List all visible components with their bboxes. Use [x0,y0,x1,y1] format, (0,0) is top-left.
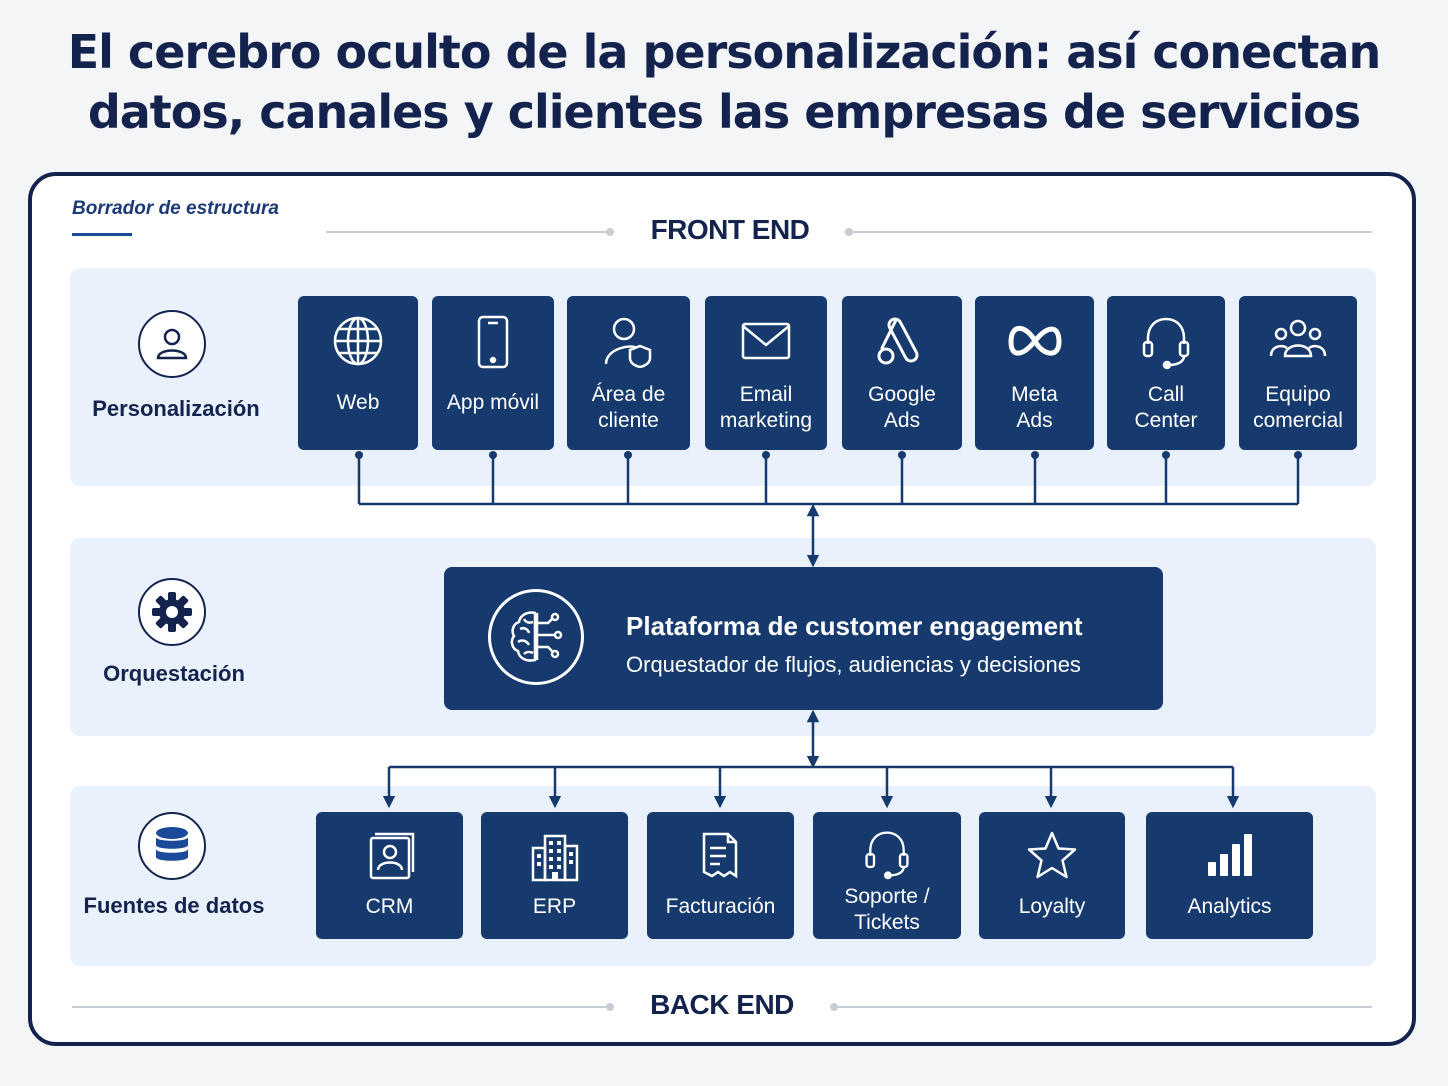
source-tile-crm[interactable]: CRM [316,812,463,939]
database-icon [138,812,206,880]
channel-tile-app-movil[interactable]: App móvil [432,296,554,450]
source-tile-loyalty[interactable]: Loyalty [979,812,1125,939]
meta-icon [975,318,1094,364]
back-end-dot-left [606,1003,614,1011]
back-end-rule-left [72,1006,608,1008]
contact-card-icon [316,832,463,882]
envelope-icon [705,318,827,364]
channel-tile-equipo-comercial[interactable]: Equipo comercial [1239,296,1357,450]
channel-tile-call-center[interactable]: Call Center [1107,296,1225,450]
platform-subtitle: Orquestador de flujos, audiencias y deci… [626,652,1081,677]
building-icon [481,832,628,882]
layer-label-fuentes: Fuentes de datos [83,893,265,918]
source-label: Soporte / Tickets [844,885,930,934]
draft-underline [72,233,132,236]
channel-label: Google Ads [868,383,936,432]
back-end-label: BACK END [650,989,794,1020]
front-end-dot-right [845,228,853,236]
source-label: ERP [532,895,577,918]
front-end-rule-left [326,231,610,233]
channel-label: Meta Ads [1011,383,1058,432]
source-tile-erp[interactable]: ERP [481,812,628,939]
user-shield-icon [567,314,690,368]
star-icon [979,830,1125,882]
platform-title: Plataforma de customer engagement [626,611,1083,641]
channel-label: Equipo comercial [1253,383,1343,432]
channel-label: Email marketing [719,383,813,432]
invoice-icon [647,830,794,884]
layer-label-orquestacion: Orquestación [103,661,245,686]
back-end-dot-right [830,1003,838,1011]
title-line-1: El cerebro oculto de la personalización:… [67,25,1382,79]
page-title: El cerebro oculto de la personalización:… [0,22,1448,142]
channel-tile-google-ads[interactable]: Google Ads [842,296,962,450]
channel-tile-email-marketing[interactable]: Email marketing [705,296,827,450]
gear-icon [138,578,206,646]
channel-label: Área de cliente [591,383,666,432]
brain-circuit-icon [488,589,584,685]
back-end-rule-right [836,1006,1372,1008]
source-label: Analytics [1187,895,1272,918]
source-tile-facturacion[interactable]: Facturación [647,812,794,939]
channel-label: Call Center [1134,383,1198,432]
smartphone-icon [432,314,554,370]
channel-tile-meta-ads[interactable]: Meta Ads [975,296,1094,450]
channel-label: App móvil [446,391,540,414]
headset-icon [813,828,961,880]
front-end-dot-left [606,228,614,236]
headset-icon [1107,314,1225,370]
source-label: Facturación [665,895,776,918]
title-line-2: datos, canales y clientes las empresas d… [87,85,1361,139]
user-icon [138,310,206,378]
source-tile-soporte-tickets[interactable]: Soporte / Tickets [813,812,961,939]
front-end-rule-right [850,231,1372,233]
front-end-label: FRONT END [650,214,810,245]
source-label: CRM [365,895,414,918]
source-tile-analytics[interactable]: Analytics [1146,812,1313,939]
team-icon [1239,316,1357,366]
bar-chart-icon [1146,830,1313,880]
channel-tile-web[interactable]: Web [298,296,418,450]
source-label: Loyalty [1018,895,1086,918]
draft-label: Borrador de estructura [72,198,279,219]
channel-label: Web [336,391,380,414]
layer-label-personalizacion: Personalización [92,396,260,421]
channel-tile-area-cliente[interactable]: Área de cliente [567,296,690,450]
customer-engagement-platform[interactable]: Plataforma de customer engagement Orques… [444,567,1163,710]
globe-icon [298,314,418,368]
google-ads-icon [842,314,962,368]
